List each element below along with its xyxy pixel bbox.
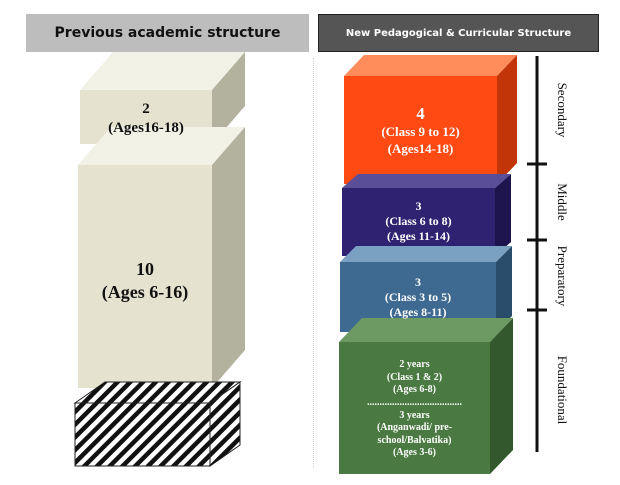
new-structure-header: New Pedagogical & Curricular Structure — [318, 14, 599, 52]
secondary-years: 4 — [416, 104, 425, 123]
new-block-secondary — [344, 55, 517, 184]
foundational-block-label: 2 years (Class 1 & 2) (Ages 6-8) .......… — [339, 359, 490, 460]
foundational-lower-classes-2: school/Balvatika) — [377, 434, 452, 446]
column-divider — [313, 58, 314, 468]
middle-classes: (Class 6 to 8) — [385, 214, 452, 228]
middle-block-label: 3 (Class 6 to 8) (Ages 11-14) — [342, 199, 495, 244]
new-block-middle — [342, 174, 511, 256]
hatched-base-block — [73, 381, 242, 467]
foundational-upper-classes: (Class 1 & 2) — [386, 371, 443, 383]
secondary-ages: (Ages14-18) — [387, 140, 454, 156]
secondary-classes: (Class 9 to 12) — [381, 124, 460, 140]
previous-block-10-years — [78, 127, 245, 388]
new-block-foundational — [339, 318, 513, 474]
stage-foundational: Foundational — [555, 355, 570, 425]
stage-timeline — [527, 56, 547, 452]
foundational-separator: ...................................... — [367, 396, 462, 408]
foundational-lower-years: 3 years — [399, 409, 430, 421]
preparatory-ages: (Ages 8-11) — [389, 305, 447, 319]
preparatory-years: 3 — [415, 275, 421, 289]
foundational-upper-years: 2 years — [399, 359, 430, 370]
previous-ages-10: (Ages 6-16) — [101, 281, 189, 302]
previous-ages-2: (Ages16-18) — [108, 119, 184, 136]
previous-years-10: 10 — [136, 259, 154, 279]
middle-ages: (Ages 11-14) — [387, 229, 450, 243]
preparatory-classes: (Class 3 to 5) — [384, 290, 452, 304]
stage-preparatory: Preparatory — [555, 245, 570, 307]
middle-years: 3 — [415, 199, 422, 213]
previous-years-2: 2 — [142, 101, 150, 117]
previous-block-2-years — [80, 52, 245, 144]
foundational-lower-classes: (Anganwadi/ pre- — [376, 422, 453, 433]
previous-block-2-label: 2 (Ages16-18) — [80, 100, 212, 138]
foundational-lower-ages: (Ages 3-6) — [392, 447, 437, 458]
stage-secondary: Secondary — [555, 82, 570, 138]
previous-structure-header: Previous academic structure — [26, 14, 309, 52]
stage-middle: Middle — [555, 183, 570, 221]
preparatory-block-label: 3 (Class 3 to 5) (Ages 8-11) — [340, 275, 496, 320]
secondary-block-label: 4 (Class 9 to 12) (Ages14-18) — [344, 103, 497, 157]
previous-block-10-label: 10 (Ages 6-16) — [78, 258, 212, 303]
foundational-upper-ages: (Ages 6-8) — [392, 384, 437, 395]
